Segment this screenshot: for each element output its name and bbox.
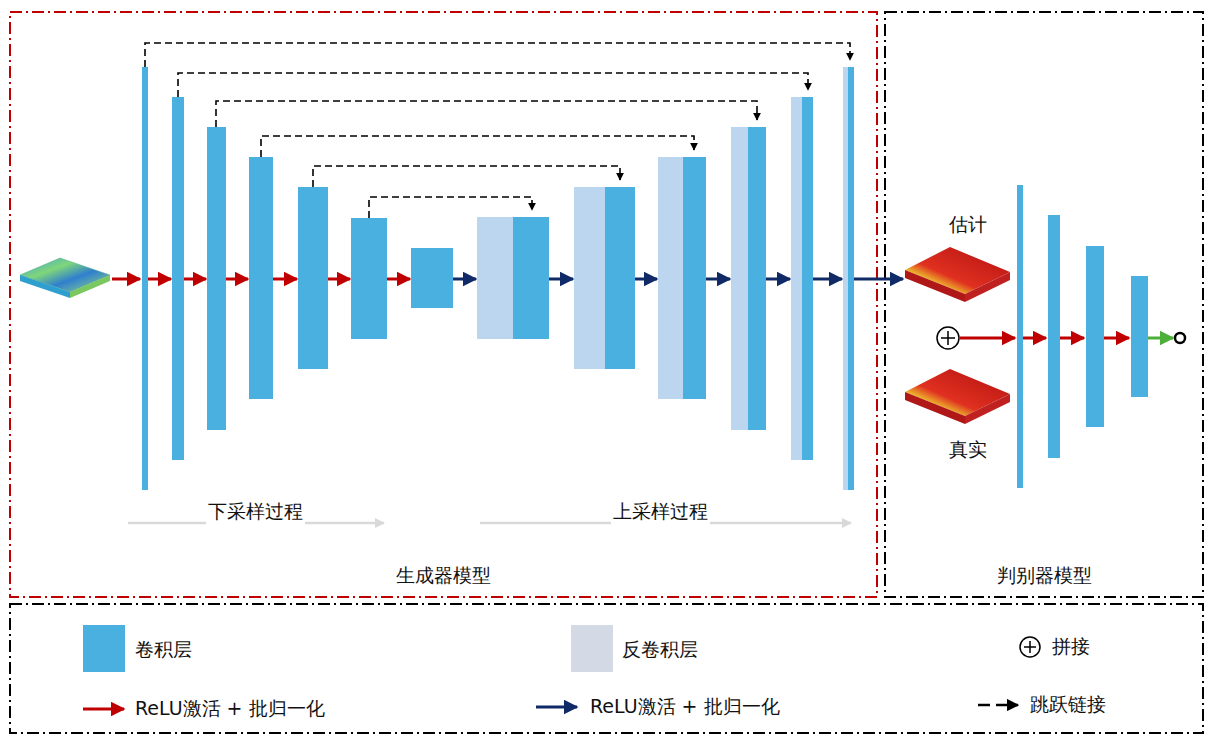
legend-text: 卷积层	[135, 637, 192, 663]
model-region: 生成器模型	[10, 12, 877, 597]
region-title: 判别器模型	[885, 563, 1203, 589]
legend-swatch	[571, 625, 613, 672]
legend-swatch	[83, 625, 125, 672]
legend-text: 跳跃链接	[1030, 692, 1106, 718]
region-title: 生成器模型	[10, 563, 877, 589]
legend-text: 拼接	[1052, 634, 1090, 660]
text-label: 估计	[947, 212, 989, 238]
legend-text: ReLU激活 + 批归一化	[590, 694, 780, 720]
legend-text: ReLU激活 + 批归一化	[135, 696, 325, 722]
model-region: 判别器模型	[885, 12, 1203, 597]
text-label: 真实	[947, 437, 989, 463]
text-label: 上采样过程	[611, 499, 710, 525]
text-label: 下采样过程	[206, 499, 305, 525]
legend-text: 反卷积层	[622, 637, 698, 663]
